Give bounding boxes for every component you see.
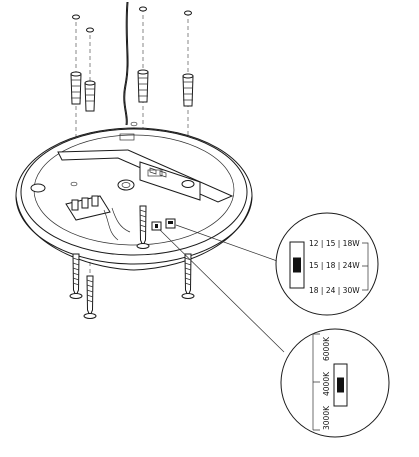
power-cable <box>123 1 128 126</box>
wattage-label: 18 | 24 | 30W <box>309 286 360 295</box>
cct-switch-knob <box>337 377 344 393</box>
wall-anchor <box>182 73 194 107</box>
plate-switches <box>151 218 176 231</box>
cct-label: 3000K <box>322 405 331 430</box>
cct-switch-callout: 6000K 4000K 3000K <box>280 328 390 438</box>
screw <box>83 275 97 319</box>
wattage-switch-knob <box>293 257 301 273</box>
leader-line-wattage <box>175 224 281 263</box>
screw <box>69 253 83 299</box>
wall-anchor <box>70 71 82 105</box>
wall-anchor <box>84 80 96 112</box>
cct-label: 4000K <box>322 371 331 396</box>
cct-label: 6000K <box>322 336 331 361</box>
wattage-label: 12 | 15 | 18W <box>309 239 360 248</box>
wattage-label: 15 | 18 | 24W <box>309 261 360 270</box>
screw <box>181 253 195 299</box>
wall-anchor <box>137 69 149 103</box>
leader-line-cct <box>159 229 285 353</box>
luminaire-base <box>15 121 253 271</box>
screw <box>136 205 150 249</box>
wattage-switch-callout: 12 | 15 | 18W 15 | 18 | 24W 18 | 24 | 30… <box>275 212 379 316</box>
top-screw-heads <box>72 6 192 33</box>
